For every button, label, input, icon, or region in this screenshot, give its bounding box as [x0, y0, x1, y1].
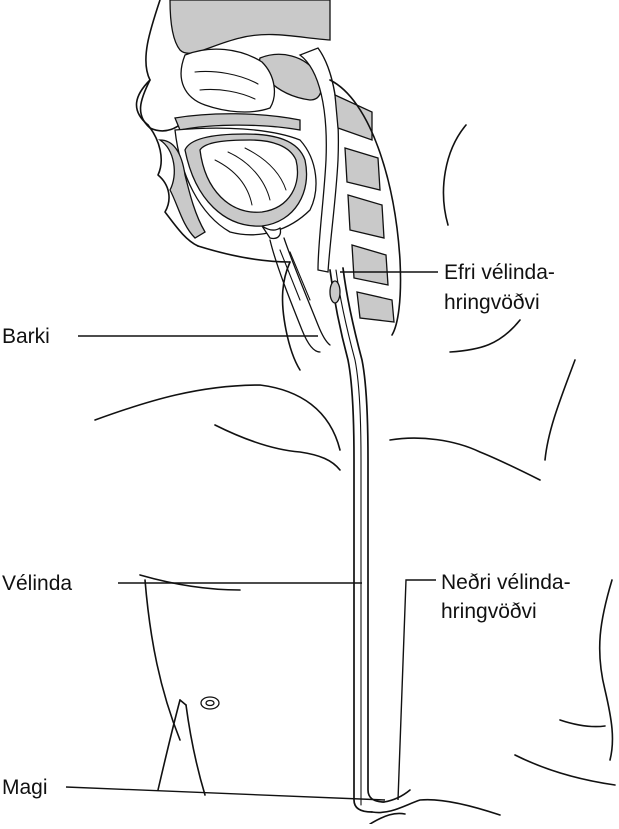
leader-lower-sphincter: [397, 579, 436, 801]
label-upper-sphincter-line1: Efri vélinda-: [444, 261, 555, 284]
label-stomach: Magi: [2, 776, 48, 799]
label-upper-sphincter-line2: hringvöðvi: [444, 291, 540, 314]
leader-lines: [65, 271, 438, 801]
label-lower-sphincter-line2: hringvöðvi: [441, 600, 537, 623]
esophagus-tube: [329, 267, 501, 825]
label-esophagus: Vélinda: [2, 572, 72, 595]
upper-sphincter-mark: [329, 280, 341, 304]
label-lower-sphincter-line1: Neðri vélinda-: [441, 571, 571, 594]
label-trachea: Barki: [2, 325, 50, 348]
torso-outline: [94, 359, 616, 796]
labels: Efri vélinda- hringvöðvi Barki Vélinda N…: [2, 261, 571, 799]
head-section: [135, 0, 521, 371]
leader-stomach: [65, 786, 386, 801]
